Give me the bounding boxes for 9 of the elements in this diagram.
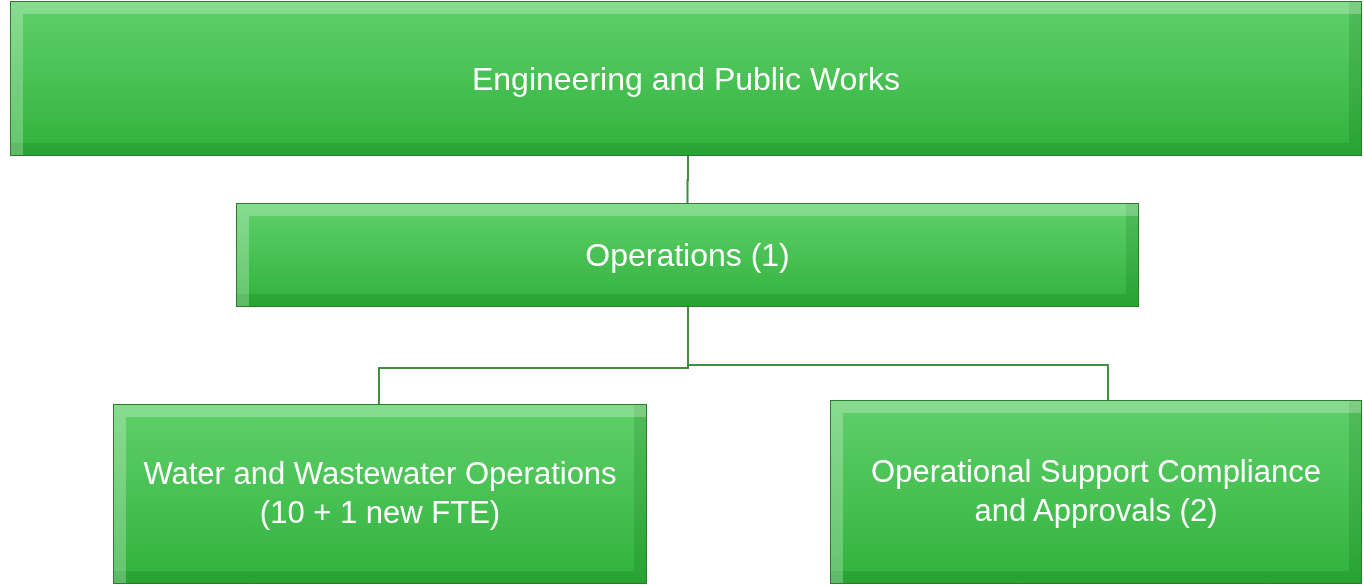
org-box <box>236 203 1139 307</box>
box-label: Operations (1) <box>585 236 790 275</box>
box-label: Operational Support Compliance and Approvals (2) <box>870 453 1322 530</box>
connector-line <box>686 155 689 204</box>
org-box <box>830 400 1362 584</box>
org-box <box>10 1 1362 156</box>
org-box <box>113 404 647 584</box>
box-label: Water and Wastewater Operations (10 + 1 new FTE) <box>142 455 618 532</box>
box-label: Engineering and Public Works <box>471 59 901 99</box>
